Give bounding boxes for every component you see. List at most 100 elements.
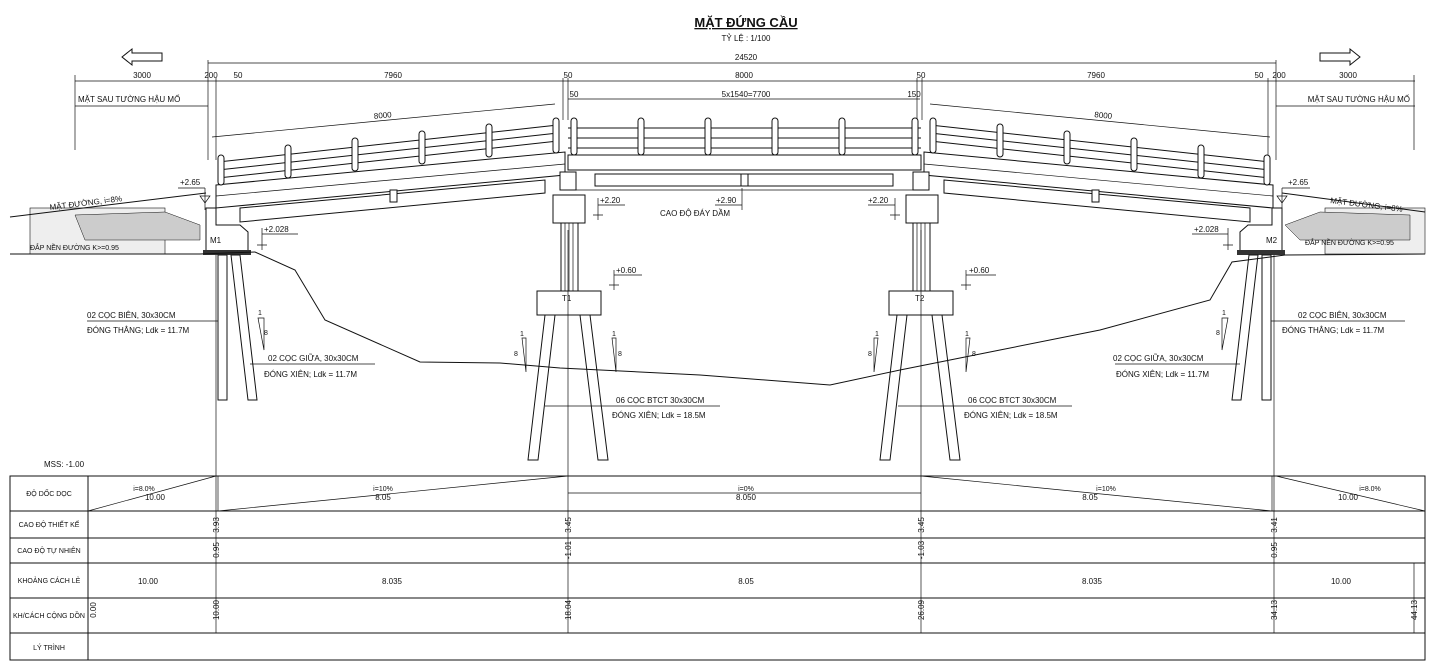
table-row-label: ĐỘ DỐC DỌC — [26, 488, 72, 498]
design-elevation: 3.45 — [917, 517, 926, 533]
dim-second: 50 — [570, 90, 579, 99]
elev-right-road: +2.65 — [1288, 178, 1309, 187]
natural-elevation: -1.03 — [917, 540, 926, 559]
grade-value: i=8.0% — [133, 486, 155, 493]
batter-rise: 1 — [965, 331, 969, 338]
dim-second: 5x1540=7700 — [722, 90, 771, 99]
dim-top: 7960 — [384, 71, 402, 80]
drawing-title: MẶT ĐỨNG CẦU — [694, 15, 797, 30]
grade-length: 8.050 — [736, 493, 757, 502]
cumulative-distance: 18.04 — [564, 599, 573, 620]
natural-ground-line — [10, 251, 1426, 386]
grade-length: 8.05 — [375, 493, 391, 502]
segment-distance: 10.00 — [1331, 577, 1352, 586]
dim-overall: 24520 — [735, 53, 758, 62]
dim-top: 50 — [564, 71, 573, 80]
design-elevation: 3.41 — [1270, 517, 1279, 533]
abutment-back-label-left: MẶT SAU TƯỜNG HẬU MỐ — [78, 94, 180, 104]
elev-girder-bottom: +2.90 — [716, 196, 737, 205]
batter-run: 8 — [1216, 330, 1220, 337]
grade-length: 10.00 — [145, 493, 166, 502]
natural-elevation: 0.95 — [212, 542, 221, 558]
pile-note-right-edge: ĐÓNG THẲNG; Ldk = 11.7M — [1282, 326, 1385, 335]
segment-distance: 8.035 — [1082, 577, 1103, 586]
fill-label-right: ĐẮP NỀN ĐƯỜNG K>=0.95 — [1305, 237, 1394, 247]
road-surface-left — [9, 192, 207, 218]
datum-level: MSS: -1.00 — [44, 460, 85, 469]
batter-rise: 1 — [1222, 310, 1226, 317]
pier-t1 — [527, 194, 609, 461]
superstructure — [215, 117, 1274, 223]
batter-run: 8 — [972, 351, 976, 358]
cumulative-distance: 26.09 — [917, 599, 926, 620]
natural-elevation: -1.01 — [564, 540, 573, 559]
dim-top: 200 — [204, 71, 218, 80]
dim-span-left: 8000 — [373, 110, 392, 121]
pile-batter-marks — [257, 317, 1229, 373]
station-lines — [215, 230, 1275, 476]
batter-rise: 1 — [520, 331, 524, 338]
direction-arrow-left-icon — [121, 47, 163, 67]
cumulative-distance: 0.00 — [89, 602, 98, 618]
dim-top: 8000 — [735, 71, 753, 80]
elev-left-seat: +2.028 — [264, 225, 289, 234]
road-surface-right — [1281, 192, 1426, 213]
grade-value: i=0% — [738, 486, 754, 493]
pile-note-left-mid: ĐÓNG XIÊN; Ldk = 11.7M — [264, 370, 357, 379]
grade-length: 8.05 — [1082, 493, 1098, 502]
table-row-label: CAO ĐỘ TỰ NHIÊN — [17, 546, 80, 555]
segment-distance: 8.05 — [738, 577, 754, 586]
profile-table — [9, 475, 1426, 661]
dimension-lines — [74, 60, 1415, 160]
pile-note-pier1: 06 CỌC BTCT 30x30CM — [616, 396, 705, 405]
pile-note-right-edge: 02 CỌC BIÊN, 30x30CM — [1298, 311, 1387, 320]
pile-note-pier1: ĐÓNG XIÊN; Ldk = 18.5M — [612, 411, 706, 420]
pile-note-pier2: 06 CỌC BTCT 30x30CM — [968, 396, 1057, 405]
elev-pier1-footing: +0.60 — [616, 266, 637, 275]
drawing-scale: TỶ LỆ : 1/100 — [722, 34, 771, 43]
dim-second: 150 — [907, 90, 921, 99]
design-elevation: 3.93 — [212, 517, 221, 533]
support-m2: M2 — [1266, 236, 1278, 245]
elev-pier2-footing: +0.60 — [969, 266, 990, 275]
batter-run: 8 — [264, 330, 268, 337]
elev-right-seat: +2.028 — [1194, 225, 1219, 234]
grade-length: 10.00 — [1338, 493, 1359, 502]
fill-label-left: ĐẮP NỀN ĐƯỜNG K>=0.95 — [30, 242, 119, 252]
pile-note-pier2: ĐÓNG XIÊN; Ldk = 18.5M — [964, 411, 1058, 420]
segment-distance: 10.00 — [138, 577, 159, 586]
pile-note-right-mid: 02 CỌC GIỮA, 30x30CM — [1113, 354, 1204, 363]
pile-note-leaders — [87, 320, 1405, 407]
batter-run: 8 — [868, 351, 872, 358]
grade-value: i=10% — [1096, 486, 1116, 493]
batter-rise: 1 — [612, 331, 616, 338]
table-row-label: KH/CÁCH CỘNG DỒN — [13, 610, 85, 620]
cumulative-distance: 44.13 — [1410, 599, 1419, 620]
direction-arrow-right-icon — [1319, 47, 1361, 67]
girder-bottom-label: CAO ĐỘ ĐÁY DẦM — [660, 208, 730, 218]
segment-distance: 8.035 — [382, 577, 403, 586]
batter-run: 8 — [618, 351, 622, 358]
batter-rise: 1 — [875, 331, 879, 338]
elev-pier2-cap: +2.20 — [868, 196, 889, 205]
pier-t2 — [879, 194, 961, 461]
cumulative-distance: 34.13 — [1270, 599, 1279, 620]
dim-top: 50 — [1255, 71, 1264, 80]
dim-span-right: 8000 — [1094, 110, 1113, 121]
pile-note-left-edge: 02 CỌC BIÊN, 30x30CM — [87, 311, 176, 320]
dim-top: 50 — [234, 71, 243, 80]
abutments — [29, 207, 1426, 255]
cumulative-distance: 10.00 — [212, 599, 221, 620]
grade-value: i=10% — [373, 486, 393, 493]
pile-note-left-mid: 02 CỌC GIỮA, 30x30CM — [268, 354, 359, 363]
support-t1: T1 — [562, 294, 572, 303]
dim-top: 50 — [917, 71, 926, 80]
dim-top: 3000 — [133, 71, 151, 80]
natural-elevation: 0.95 — [1270, 542, 1279, 558]
table-row-label: KHOẢNG CÁCH LẺ — [18, 576, 81, 585]
dim-top: 200 — [1272, 71, 1286, 80]
elev-pier1-cap: +2.20 — [600, 196, 621, 205]
pile-note-left-edge: ĐÓNG THẲNG; Ldk = 11.7M — [87, 326, 190, 335]
batter-rise: 1 — [258, 310, 262, 317]
